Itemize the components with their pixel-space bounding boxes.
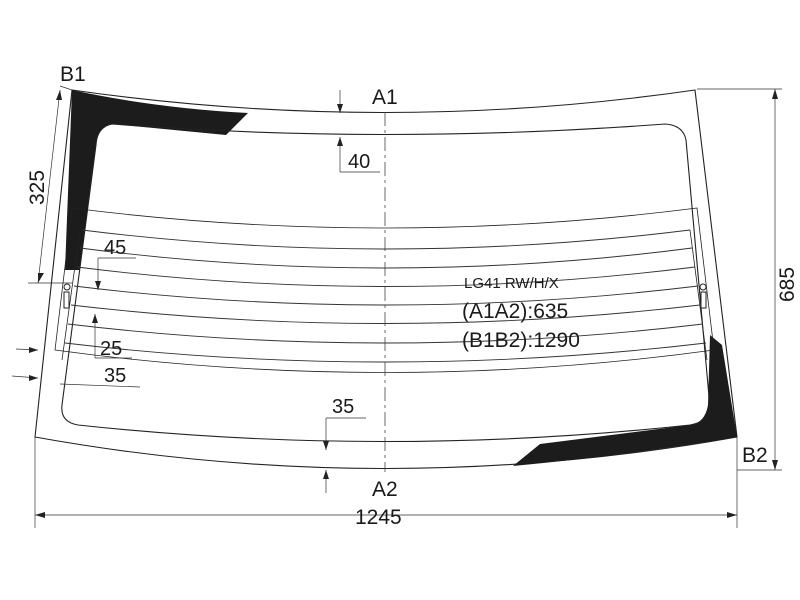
overall-width-dimension <box>35 512 737 518</box>
heater-line-2 <box>79 247 693 269</box>
top-offset-label: 40 <box>348 151 370 173</box>
heater-line-5 <box>70 304 701 324</box>
frit-top-left <box>65 90 248 270</box>
marker-a2: A2 <box>372 478 398 501</box>
heater-line-6 <box>67 323 704 344</box>
marker-b2: B2 <box>742 444 768 467</box>
heater-grid-frame <box>54 207 715 373</box>
frit-bottom-right <box>513 335 737 466</box>
a1a2-measure: (A1A2):635 <box>462 300 568 323</box>
left-height-dimension <box>37 89 62 284</box>
heater-top-gap-label: 45 <box>104 237 126 259</box>
bottom-offset-label: 35 <box>332 396 354 418</box>
top-offset-arrows <box>337 90 380 173</box>
heater-terminal-right <box>699 283 707 309</box>
heater-side-gap-leader <box>15 314 132 359</box>
heater-line-1 <box>81 229 691 250</box>
heater-line-4 <box>73 285 699 306</box>
extension-b1-left <box>59 85 73 91</box>
heater-terminal-left <box>63 283 71 309</box>
marker-b1: B1 <box>60 63 86 86</box>
right-height-label: 685 <box>776 267 799 302</box>
heater-bus-bar-left <box>61 229 81 361</box>
heater-line-7 <box>64 342 707 363</box>
part-code: LG41 RW/H/X <box>464 275 559 292</box>
left-height-label: 325 <box>26 170 49 205</box>
b1b2-measure: (B1B2):1290 <box>462 329 580 352</box>
right-height-dimension <box>772 89 778 470</box>
bottom-offset-arrows <box>323 417 366 493</box>
marker-a1: A1 <box>372 86 398 109</box>
heater-bottom-gap-label: 35 <box>104 365 126 387</box>
heater-line-3 <box>76 266 696 287</box>
heater-top-gap-leader <box>95 257 136 290</box>
heater-side-gap-label: 25 <box>100 338 122 360</box>
heater-bottom-gap-leader <box>11 375 141 388</box>
heater-bus-bar-right <box>689 229 708 361</box>
glass-outer-edge <box>34 89 738 470</box>
glass-inner-edge <box>61 123 711 443</box>
overall-width-label: 1245 <box>355 506 402 529</box>
